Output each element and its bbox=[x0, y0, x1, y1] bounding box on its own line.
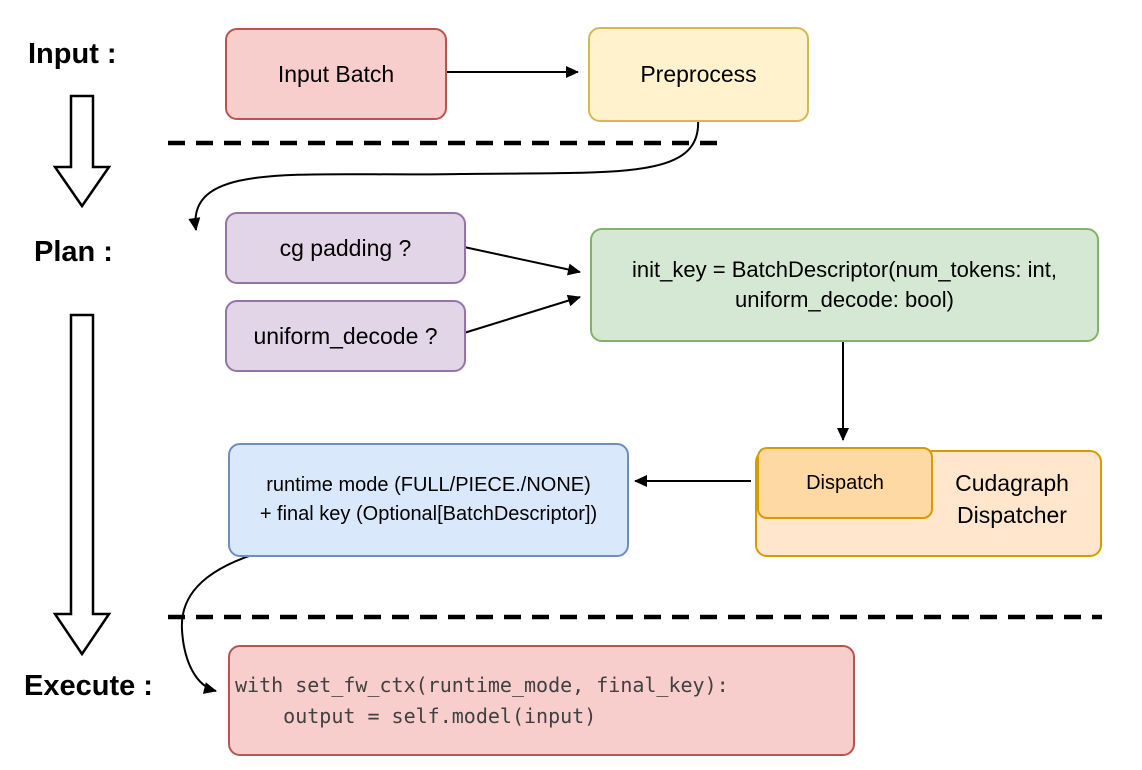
node-input-batch: Input Batch bbox=[225, 28, 447, 120]
node-init-key-line1: init_key = BatchDescriptor(num_tokens: i… bbox=[632, 257, 1057, 283]
node-runtime-mode-line1: runtime mode (FULL/PIECE./NONE) bbox=[266, 474, 591, 496]
node-preprocess-label: Preprocess bbox=[640, 61, 757, 87]
stage-label-execute: Execute : bbox=[24, 670, 153, 702]
arrow-uniform-decode-to-init-key bbox=[463, 294, 581, 334]
node-uniform-decode-label: uniform_decode ? bbox=[253, 322, 438, 349]
execute-code-line2: output = self.model(input) bbox=[235, 703, 597, 728]
node-cg-padding-label: cg padding ? bbox=[279, 234, 412, 261]
node-dispatch-label: Dispatch bbox=[806, 471, 884, 494]
node-cg-padding: cg padding ? bbox=[225, 212, 466, 284]
node-cudagraph-dispatcher-label: Cudagraph Dispatcher bbox=[955, 470, 1069, 529]
down-arrow-input-to-plan-icon bbox=[52, 94, 112, 209]
arrow-preprocess-to-plan bbox=[188, 118, 700, 231]
node-runtime-mode-line2: + final key (Optional[BatchDescriptor]) bbox=[259, 503, 598, 525]
node-runtime-mode: runtime mode (FULL/PIECE./NONE) + final … bbox=[228, 443, 629, 557]
node-dispatch: Dispatch bbox=[757, 447, 933, 519]
node-init-key-line2: uniform_decode: bool) bbox=[735, 287, 954, 312]
execute-code-line1: with set_fw_ctx(runtime_mode, final_key)… bbox=[235, 672, 729, 697]
node-input-batch-label: Input Batch bbox=[277, 60, 395, 87]
stage-label-input: Input : bbox=[28, 38, 117, 70]
node-uniform-decode: uniform_decode ? bbox=[225, 300, 466, 372]
node-execute-code: with set_fw_ctx(runtime_mode, final_key)… bbox=[228, 645, 855, 756]
down-arrow-plan-to-execute-icon bbox=[52, 313, 112, 657]
arrow-cg-padding-to-init-key bbox=[463, 246, 581, 276]
stage-label-plan: Plan : bbox=[34, 236, 113, 268]
node-preprocess: Preprocess bbox=[588, 27, 809, 122]
node-init-key: init_key = BatchDescriptor(num_tokens: i… bbox=[590, 228, 1099, 342]
arrow-runtime-mode-to-execute-code bbox=[180, 553, 256, 694]
